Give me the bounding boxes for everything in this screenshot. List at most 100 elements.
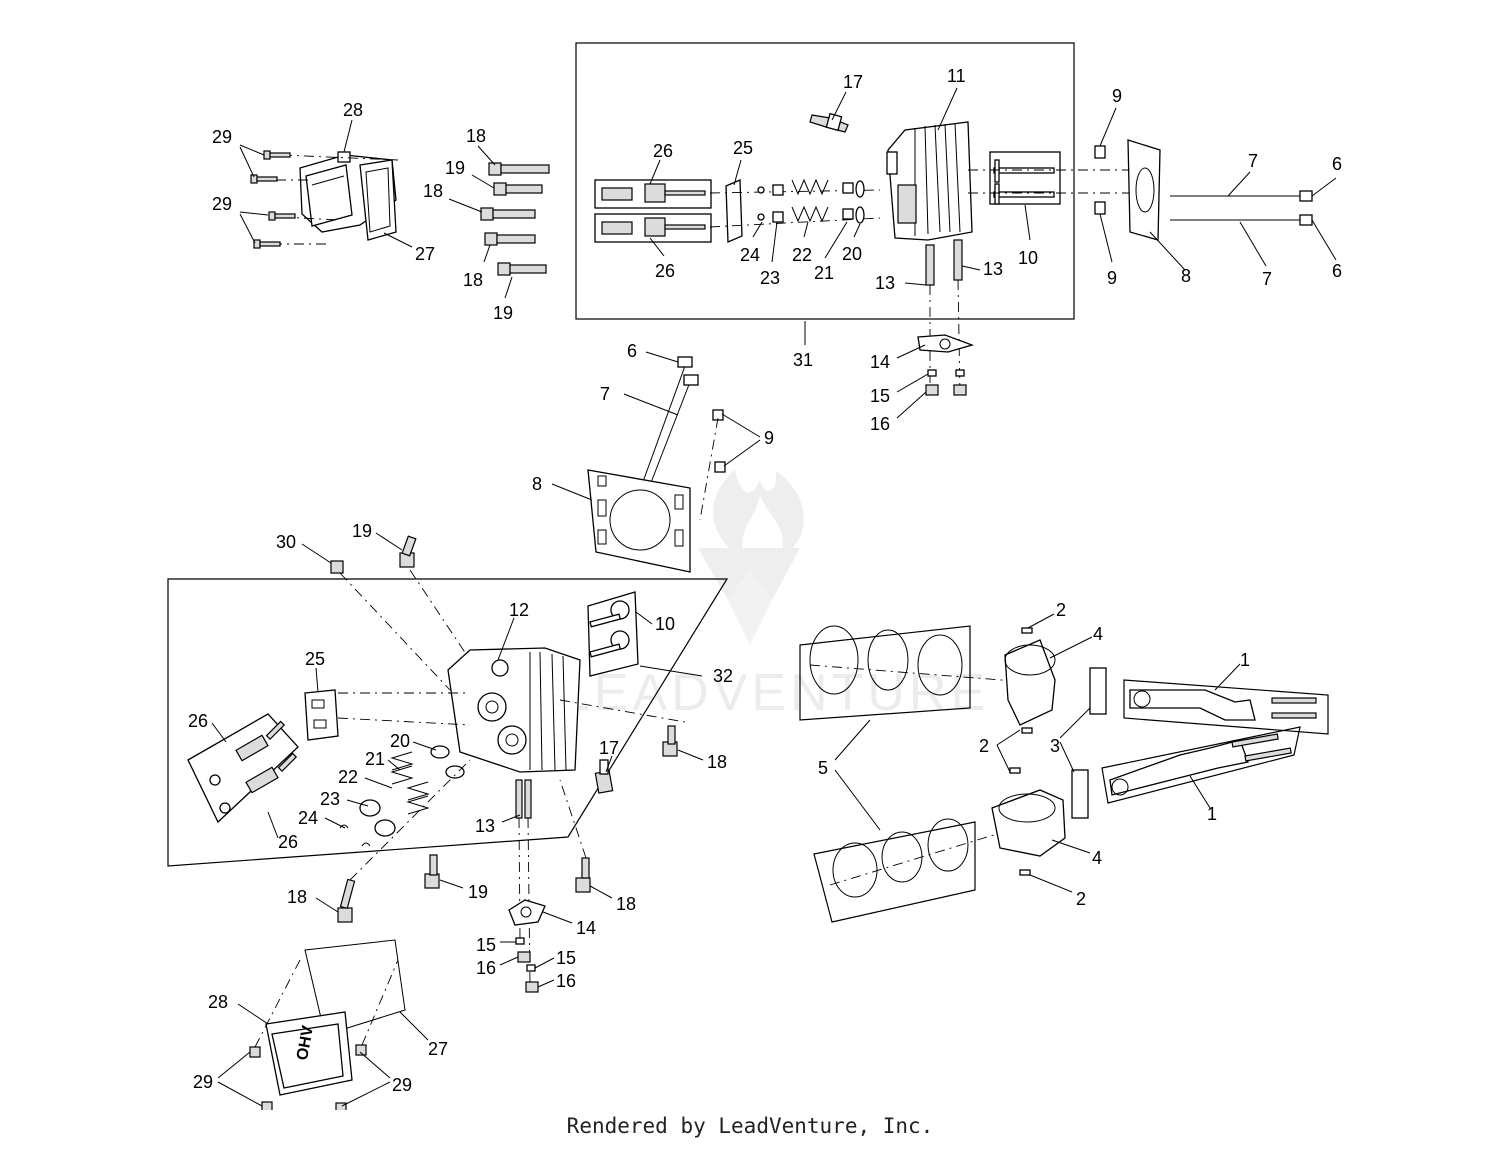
valves-top (968, 151, 1150, 205)
callout-2: 2 (1076, 889, 1086, 909)
callout-9: 9 (1112, 86, 1122, 106)
exhaust-gasket-lower (508, 899, 546, 993)
callout-4: 4 (1093, 624, 1103, 644)
callout-28: 28 (343, 100, 363, 120)
callout-26: 26 (653, 141, 673, 161)
callout-18: 18 (287, 887, 307, 907)
callout-14: 14 (576, 918, 596, 938)
connecting-rods-group (1101, 679, 1329, 804)
watermark-text: LEADVENTURE (561, 664, 989, 722)
svg-text:OHV: OHV (294, 1024, 317, 1061)
callout-22: 22 (792, 245, 812, 265)
callout-26: 26 (188, 711, 208, 731)
valve-cover-lower: OHV (249, 939, 406, 1110)
callout-15: 15 (476, 935, 496, 955)
head-gasket-top (1094, 139, 1313, 241)
callout-6: 6 (1332, 261, 1342, 281)
callout-19: 19 (352, 521, 372, 541)
callout-20: 20 (842, 244, 862, 264)
callout-29: 29 (193, 1072, 213, 1092)
callout-15: 15 (556, 948, 576, 968)
exhaust-studs-top (917, 239, 975, 396)
callout-11: 11 (947, 66, 966, 86)
callout-26: 26 (278, 832, 298, 852)
cylinder-head-lower (447, 647, 581, 773)
callout-7: 7 (1248, 151, 1258, 171)
callout-13: 13 (983, 259, 1003, 279)
pistons-group (991, 627, 1107, 876)
callout-9: 9 (1107, 268, 1117, 288)
callout-2: 2 (979, 736, 989, 756)
callout-18: 18 (707, 752, 727, 772)
callout-24: 24 (298, 808, 318, 828)
callout-27: 27 (415, 244, 435, 264)
callout-7: 7 (600, 384, 610, 404)
callout-13: 13 (475, 816, 495, 836)
callout-18: 18 (463, 270, 483, 290)
valve-cover-assembly-top (250, 150, 399, 249)
head-bolts-top (480, 162, 550, 276)
callout-29: 29 (212, 127, 232, 147)
callout-23: 23 (760, 268, 780, 288)
bolts-30-19-upper (330, 535, 471, 691)
callout-10: 10 (655, 614, 675, 634)
spark-plug-top (809, 112, 849, 133)
leader-lines (211, 87, 1337, 1107)
callout-21: 21 (814, 263, 834, 283)
callout-25: 25 (305, 649, 325, 669)
callout-14: 14 (870, 352, 890, 372)
exploded-parts-diagram: LEADVENTURE (167, 42, 1342, 1110)
callout-9: 9 (764, 428, 774, 448)
callout-labels: 29 29 28 27 18 19 18 18 19 17 11 26 25 2… (188, 66, 1342, 1095)
callout-22: 22 (338, 767, 358, 787)
pushrods-and-gasket-middle (587, 356, 726, 573)
footer-credit: Rendered by LeadVenture, Inc. (566, 1114, 934, 1138)
callout-29: 29 (212, 194, 232, 214)
callout-6: 6 (627, 341, 637, 361)
bolts-lower (337, 699, 686, 923)
callout-16: 16 (870, 414, 890, 434)
spark-plug-lower (594, 759, 614, 794)
callout-27: 27 (428, 1039, 448, 1059)
callout-19: 19 (493, 303, 513, 323)
callout-5: 5 (818, 758, 828, 778)
callout-17: 17 (599, 738, 619, 758)
callout-21: 21 (365, 749, 385, 769)
callout-17: 17 (843, 72, 863, 92)
callout-32: 32 (713, 666, 733, 686)
callout-15: 15 (870, 386, 890, 406)
callout-8: 8 (1181, 266, 1191, 286)
callout-12: 12 (509, 600, 529, 620)
callout-16: 16 (556, 971, 576, 991)
callout-6: 6 (1332, 154, 1342, 174)
callout-18: 18 (423, 181, 443, 201)
callout-4: 4 (1092, 848, 1102, 868)
watermark-logo (698, 470, 804, 645)
callout-2: 2 (1056, 600, 1066, 620)
callout-10: 10 (1018, 248, 1038, 268)
callout-19: 19 (468, 882, 488, 902)
cylinder-head-assembly-box-32 (167, 578, 729, 867)
callout-25: 25 (733, 138, 753, 158)
callout-18: 18 (616, 894, 636, 914)
callout-24: 24 (740, 245, 760, 265)
callout-20: 20 (390, 731, 410, 751)
rocker-arm-group-top (594, 178, 881, 243)
rocker-arms-lower (187, 689, 471, 824)
callout-26: 26 (655, 261, 675, 281)
callout-8: 8 (532, 474, 542, 494)
valve-springs-lower (339, 745, 465, 847)
callout-19: 19 (445, 158, 465, 178)
cylinder-head-assembly-box-31 (575, 42, 1075, 320)
cylinder-head-top (886, 121, 973, 241)
valves-lower (587, 591, 639, 677)
piston-rings-group (799, 625, 1041, 923)
callout-1: 1 (1240, 650, 1250, 670)
callout-28: 28 (208, 992, 228, 1012)
callout-7: 7 (1262, 269, 1272, 289)
callout-30: 30 (276, 532, 296, 552)
callout-23: 23 (320, 789, 340, 809)
callout-29: 29 (392, 1075, 412, 1095)
callout-18: 18 (466, 126, 486, 146)
callout-3: 3 (1050, 736, 1060, 756)
